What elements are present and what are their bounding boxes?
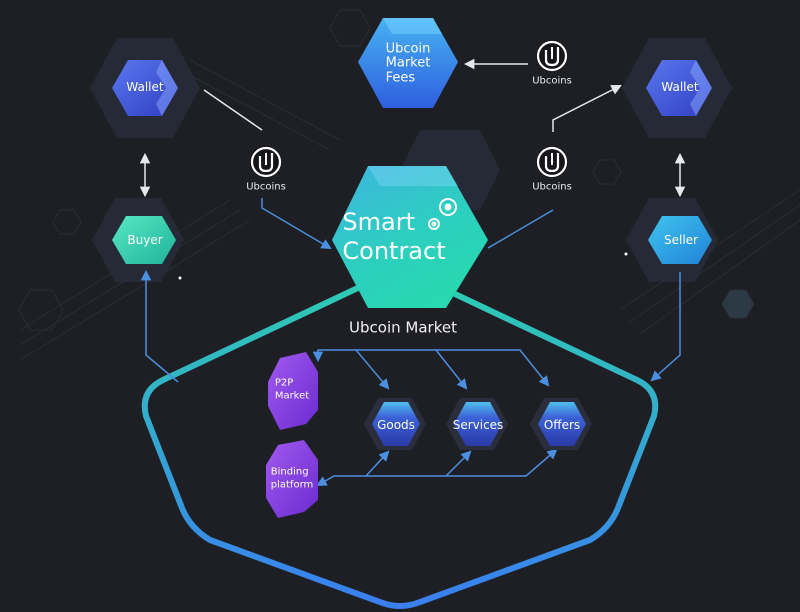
coin-right-label: Ubcoins bbox=[532, 181, 572, 193]
arrow-coin-left-to-smart bbox=[261, 198, 332, 250]
node-services bbox=[446, 398, 508, 450]
services-label: Services bbox=[452, 418, 504, 433]
node-offers bbox=[530, 398, 592, 450]
arrow-binding-bottom bbox=[316, 448, 558, 487]
offers-label: Offers bbox=[543, 418, 581, 433]
node-smart-contract bbox=[332, 166, 488, 308]
node-wallet-right bbox=[646, 60, 712, 116]
arrow-coin-right-to-wallet-right bbox=[552, 85, 622, 132]
arrow-p2p-top bbox=[312, 349, 550, 387]
arrow-wallet-left-to-coin bbox=[203, 89, 263, 131]
market-title: Ubcoin Market bbox=[349, 318, 457, 337]
buyer-label: Buyer bbox=[127, 233, 163, 248]
node-seller bbox=[648, 216, 712, 264]
arrow-smart-to-coin-right bbox=[487, 209, 554, 249]
smart-contract-label: Smart Contract bbox=[342, 208, 446, 265]
arrow-seller-to-market bbox=[650, 272, 681, 382]
ubcoin-logo-icon bbox=[536, 146, 568, 178]
coin-left-label: Ubcoins bbox=[246, 181, 286, 193]
binding-platform-label: Binding platform bbox=[270, 466, 314, 491]
node-market-fees bbox=[358, 18, 458, 108]
goods-label: Goods bbox=[377, 418, 415, 433]
wallet-left-label: Wallet bbox=[126, 80, 164, 95]
ubcoin-logo-icon bbox=[250, 146, 282, 178]
arrow-services-from-binding bbox=[445, 450, 472, 477]
node-goods bbox=[364, 398, 426, 450]
arrow-to-services bbox=[435, 349, 468, 390]
ubcoin-logo-icon bbox=[536, 40, 568, 72]
arrow-buyer-from-market bbox=[140, 269, 179, 383]
gears-icon bbox=[428, 198, 457, 230]
market-fees-label: Ubcoin Market Fees bbox=[385, 41, 431, 86]
decor-dot bbox=[178, 276, 182, 280]
arrow-to-goods bbox=[355, 349, 390, 390]
market-boundary bbox=[141, 264, 659, 609]
node-binding-platform bbox=[266, 440, 318, 518]
decor-dot bbox=[624, 252, 628, 256]
node-p2p-market bbox=[268, 352, 318, 430]
seller-label: Seller bbox=[664, 233, 698, 248]
p2p-market-label: P2P Market bbox=[274, 377, 310, 402]
node-buyer bbox=[112, 216, 176, 264]
node-wallet-left bbox=[112, 60, 178, 116]
connections bbox=[139, 58, 686, 487]
coin-top-label: Ubcoins bbox=[532, 75, 572, 87]
wallet-right-label: Wallet bbox=[661, 80, 699, 95]
arrow-goods-from-binding bbox=[365, 450, 390, 477]
